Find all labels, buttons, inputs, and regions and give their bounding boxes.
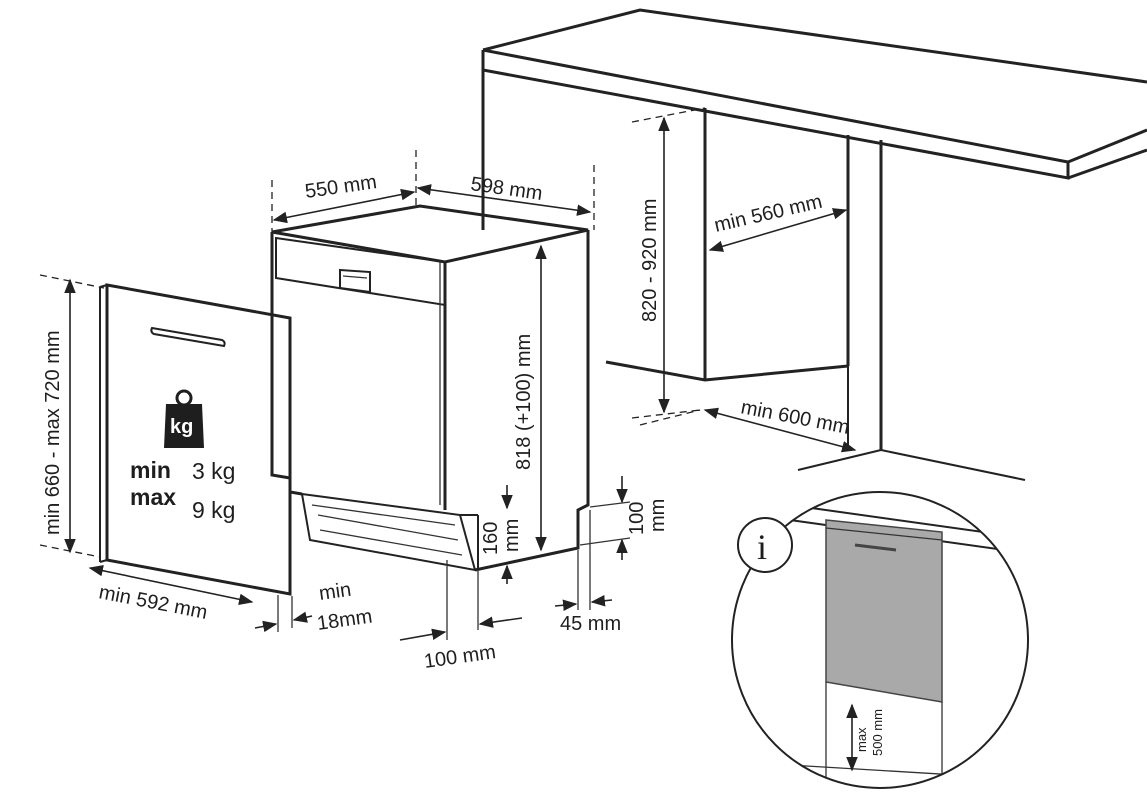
offset-100-label: 100 mm bbox=[423, 641, 498, 673]
door-gap-min-label: min bbox=[318, 579, 353, 605]
height-dimension: 818 (+100) mm bbox=[513, 244, 547, 552]
info-door-handle bbox=[854, 543, 897, 552]
door-gap-value-label: 18mm bbox=[316, 605, 374, 635]
niche-width-label: min 560 mm bbox=[712, 191, 824, 237]
offset-100-dimension: 100 mm bbox=[399, 560, 523, 673]
gap-45-dimension: 45 mm bbox=[554, 510, 621, 635]
weight-min-label: min bbox=[130, 457, 171, 483]
door-gap-dimension: min 18mm bbox=[254, 579, 374, 635]
weight-icon: kg bbox=[164, 389, 204, 448]
dishwasher-handle bbox=[339, 268, 371, 294]
plinth-100-dimension: 100 mm bbox=[579, 476, 669, 560]
weight-max-value: 9 kg bbox=[192, 497, 235, 523]
weight-max-label: max bbox=[130, 484, 176, 510]
weight-min-value: 3 kg bbox=[192, 458, 235, 484]
info-detail: max 500 mm i bbox=[731, 491, 1029, 789]
door-height-dimension: min 660 - max 720 mm bbox=[39, 274, 105, 558]
info-icon-glyph: i bbox=[757, 527, 767, 567]
gap-45-label: 45 mm bbox=[560, 613, 621, 635]
info-icon bbox=[737, 517, 793, 573]
door-height-label: min 660 - max 720 mm bbox=[42, 330, 64, 535]
door-handle bbox=[150, 326, 226, 348]
height-label: 818 (+100) mm bbox=[513, 334, 535, 470]
plinth-160-dimension: 160 mm bbox=[480, 485, 523, 584]
door-width-dimension: min 592 mm bbox=[88, 565, 254, 624]
door-panel bbox=[99, 283, 292, 596]
weight-icon-label: kg bbox=[170, 416, 193, 438]
niche-height-label: 820 - 920 mm bbox=[639, 199, 661, 322]
niche-height-dimension: 820 - 920 mm bbox=[631, 107, 706, 419]
info-max-label: max bbox=[854, 727, 869, 752]
niche-depth-label: min 600 mm bbox=[739, 396, 851, 439]
niche-width-dimension: min 560 mm bbox=[708, 191, 848, 252]
door-width-label: min 592 mm bbox=[97, 581, 209, 624]
plinth-160-value: 160 bbox=[480, 522, 502, 555]
depth-label: 550 mm bbox=[304, 171, 379, 203]
plinth-100-unit: mm bbox=[647, 499, 669, 532]
width-dimension: 598 mm bbox=[416, 165, 595, 230]
niche-depth-dimension: min 600 mm bbox=[639, 396, 857, 453]
kitchen-niche bbox=[481, 8, 1147, 481]
info-max-value: 500 mm bbox=[870, 709, 885, 756]
plinth-100-value: 100 bbox=[626, 502, 648, 535]
plinth-160-unit: mm bbox=[501, 519, 523, 552]
